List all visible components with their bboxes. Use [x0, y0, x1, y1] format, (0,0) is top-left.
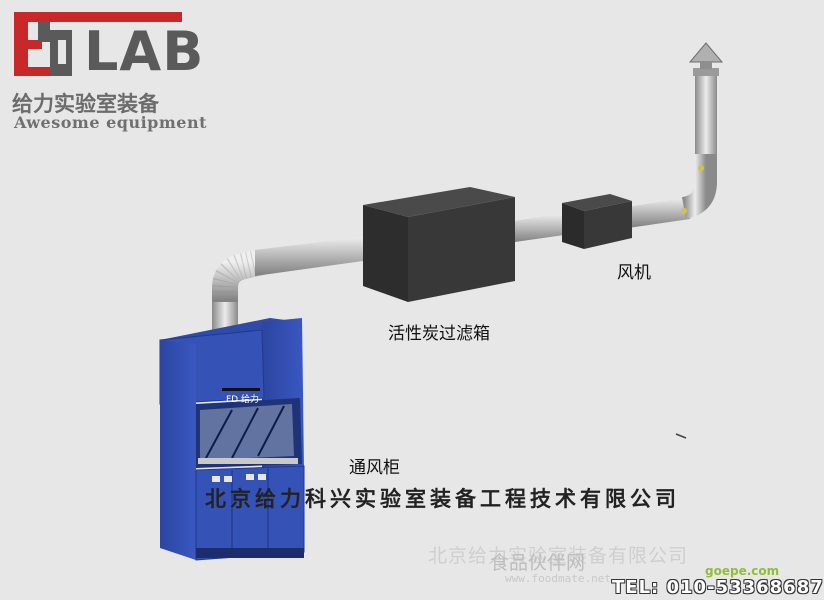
logo-tagline: Awesome equipment	[14, 113, 207, 132]
fume-hood	[159, 318, 305, 561]
contact-tel: TEL: 010-53368687	[612, 577, 824, 598]
logo-mark	[14, 12, 182, 76]
label-carbon-filter: 活性炭过滤箱	[388, 324, 490, 344]
ventilation-diagram	[14, 12, 724, 561]
exhaust-duct	[194, 42, 724, 353]
fan-box	[562, 194, 632, 249]
logo-lab-text: LAB	[84, 20, 205, 83]
label-fan: 风机	[617, 263, 651, 283]
hood-brand-badge: FD 给力	[226, 395, 259, 405]
company-name: 北京给力科兴实验室装备工程技术有限公司	[205, 486, 680, 511]
stray-mark	[675, 433, 687, 439]
watermark-site-url: www.foodmate.net	[505, 572, 611, 585]
carbon-filter-box	[363, 187, 515, 302]
watermark-site-cn: 食品伙伴网	[490, 552, 586, 574]
logo-chinese-name: 给力实验室装备	[12, 92, 159, 116]
watermark-company: 北京给力实验室装备有限公司	[428, 545, 689, 567]
watermark-goepe: goepe.com	[705, 564, 780, 578]
label-fume-hood: 通风柜	[349, 458, 400, 478]
